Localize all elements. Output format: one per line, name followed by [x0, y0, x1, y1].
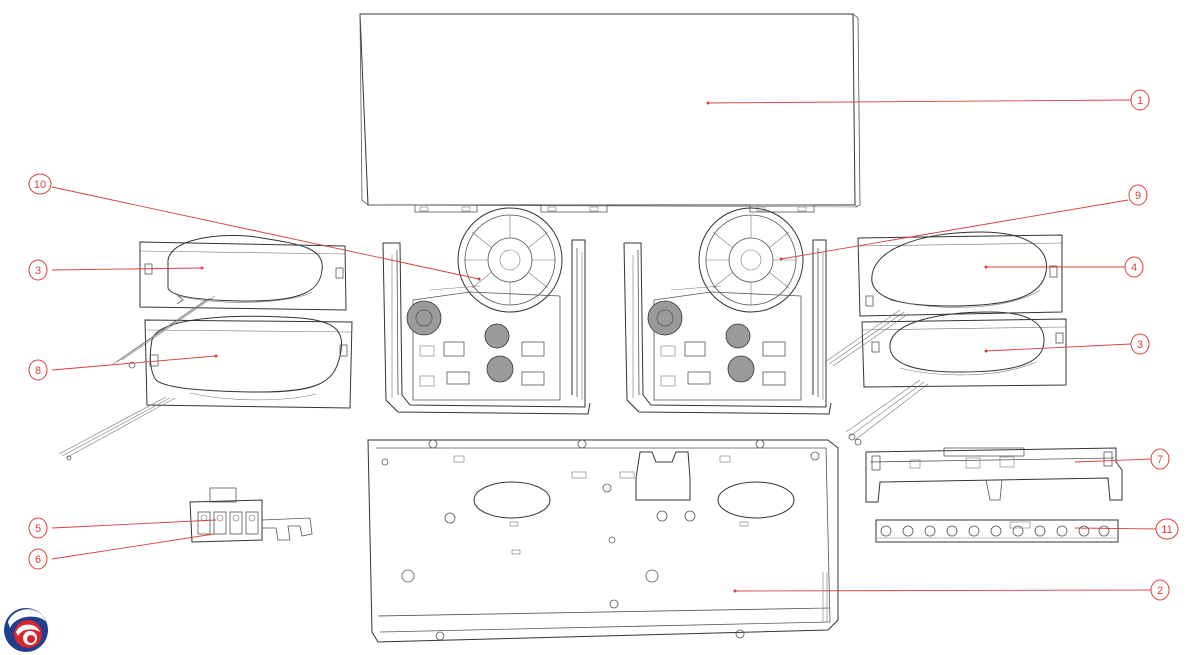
callout-8: 8: [28, 359, 48, 381]
callout-1: 1: [1130, 89, 1150, 111]
part-bottom-pan: [367, 439, 839, 643]
callout-9: 9: [1128, 184, 1148, 206]
wire-harness-left: [58, 295, 216, 461]
callout-6: 6: [28, 548, 48, 570]
callout-5: 5: [28, 517, 48, 539]
svg-text:5: 5: [35, 523, 41, 535]
part-control-pcb: [875, 519, 1119, 543]
callout-3-right: 3: [1130, 333, 1150, 355]
part-terminal-block: [189, 487, 313, 543]
part-control-bracket: [865, 447, 1123, 503]
callout-10: 10: [28, 173, 52, 195]
brand-logo: [4, 608, 48, 652]
svg-text:8: 8: [35, 365, 41, 377]
svg-text:1: 1: [1137, 95, 1143, 107]
svg-text:2: 2: [1157, 585, 1163, 597]
svg-text:6: 6: [35, 554, 41, 566]
svg-text:3: 3: [35, 265, 41, 277]
leader-lines: [51, 99, 1157, 593]
svg-text:7: 7: [1157, 454, 1163, 466]
svg-text:9: 9: [1135, 190, 1141, 202]
part-coil-plate-right-large: [857, 231, 1063, 317]
part-coil-plate-left-large: [144, 315, 353, 409]
part-generator-module-left: [382, 207, 591, 415]
svg-text:10: 10: [34, 179, 46, 191]
part-generator-module-right: [623, 207, 832, 415]
callout-3-left: 3: [28, 259, 48, 281]
part-coil-plate-right-small: [861, 311, 1067, 388]
svg-text:4: 4: [1131, 262, 1137, 274]
part-coil-plate-left-small: [139, 235, 347, 311]
svg-text:3: 3: [1137, 339, 1143, 351]
callout-11: 11: [1155, 518, 1179, 540]
callout-7: 7: [1150, 448, 1170, 470]
callout-2: 2: [1150, 579, 1170, 601]
callout-4: 4: [1124, 256, 1144, 278]
part-glass-top: [359, 13, 861, 213]
wire-harness-right: [824, 309, 929, 446]
svg-text:11: 11: [1161, 524, 1172, 536]
